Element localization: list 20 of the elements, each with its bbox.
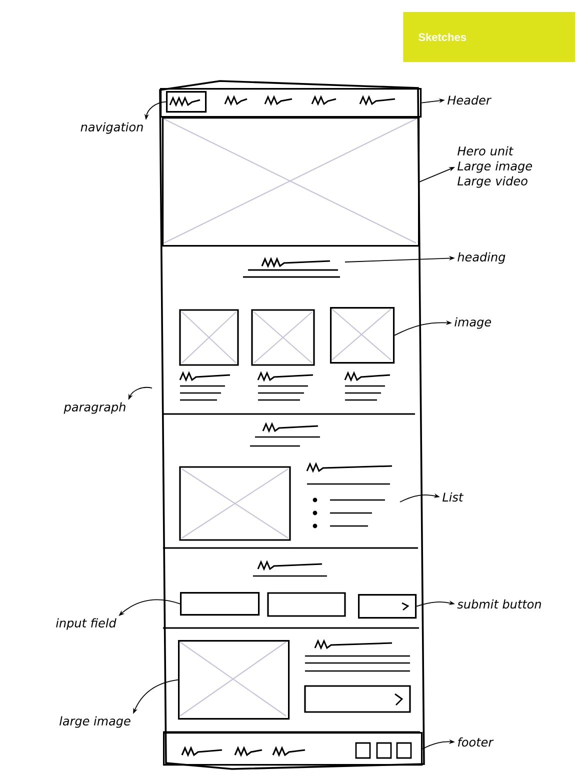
input-field (180, 592, 260, 616)
annotation-label: Header (448, 95, 492, 105)
annotation-label: submit button (457, 599, 541, 609)
image-placeholder (330, 307, 395, 364)
header-bar (160, 88, 422, 118)
annotation-label: List (442, 492, 464, 502)
annotation-label: Hero unit Large image Large video (458, 146, 532, 188)
annotation-label: heading (458, 252, 506, 264)
nav-box (166, 91, 207, 113)
hero-image-placeholder (162, 117, 420, 247)
annotation-label: input field (56, 618, 116, 630)
submit-button (358, 594, 417, 619)
annotation-label: image (454, 317, 492, 329)
annotation-label: navigation (80, 122, 143, 134)
banner-box: Sketches (403, 12, 576, 62)
annotation-label: large image (60, 716, 130, 728)
image-placeholder (178, 640, 290, 720)
footer-bar (163, 732, 423, 766)
annotation-label: footer (458, 737, 494, 747)
annotation-label: paragraph (64, 402, 126, 414)
